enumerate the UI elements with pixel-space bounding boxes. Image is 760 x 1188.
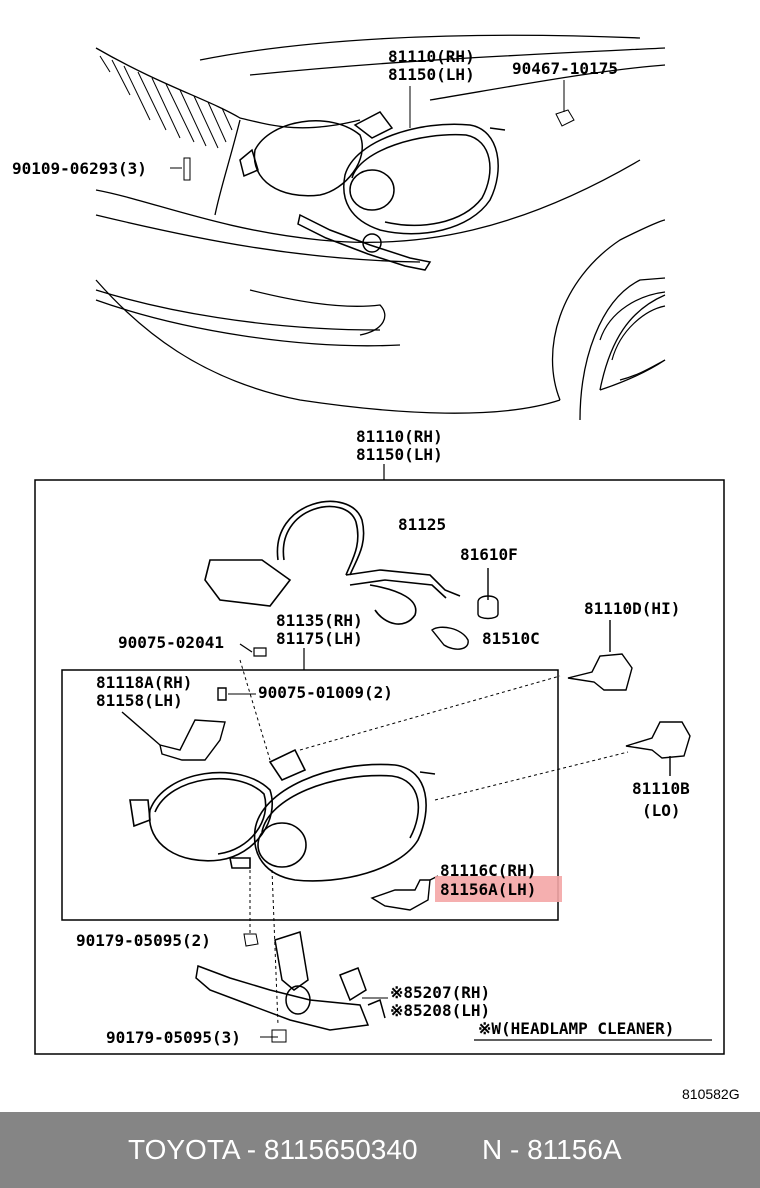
assembly-outer-box	[34, 479, 725, 1055]
bulb-small-label: 81610F	[460, 545, 518, 564]
footer-brand-part: TOYOTA - 8115650340	[128, 1134, 418, 1165]
bracket2-lh-label: 81156A(LH)	[440, 880, 536, 899]
cleaner-leaders	[243, 933, 388, 1043]
cleaner-shape	[195, 931, 386, 1031]
bracket-right-shape	[370, 875, 439, 911]
bulb-lo-shape	[625, 721, 691, 776]
top-leaders	[170, 80, 575, 181]
screw-top-shape	[239, 643, 267, 657]
housing-rh-label: 81135(RH)	[276, 611, 363, 630]
wire-harness-label: 81125	[398, 515, 446, 534]
footer-part-number: N - 81156A	[482, 1134, 622, 1165]
bulb-lo-code-label: 81110B	[632, 779, 690, 798]
bracket-lh-label: 81158(LH)	[96, 691, 183, 710]
assembly-rh-label: 81110(RH)	[388, 47, 475, 66]
wheel-sketch	[599, 291, 666, 381]
housing-inner-box	[61, 669, 559, 921]
nut-top-right-label: 90467-10175	[512, 59, 618, 78]
assembly-lh-label: 81150(LH)	[388, 65, 475, 84]
screw-bracket-label: 90075-01009(2)	[258, 683, 393, 702]
cleaner-note-label: ※W(HEADLAMP CLEANER)	[478, 1019, 674, 1038]
bulb-lo-note-label: (LO)	[642, 801, 681, 820]
bracket2-rh-label: 81116C(RH)	[440, 861, 536, 880]
bulb-small-shape	[477, 568, 499, 620]
bulb-hi-label: 81110D(HI)	[584, 599, 680, 618]
headlamp-parts-diagram: 81110(RH) 81150(LH) 90467-10175 90109-06…	[12, 34, 740, 1102]
socket-shape	[431, 626, 469, 650]
diagram-code: 810582G	[682, 1086, 740, 1102]
cleaner-rh-label: ※85207(RH)	[390, 983, 490, 1002]
bracket-rh-label: 81118A(RH)	[96, 673, 192, 692]
dashed-leaders	[239, 659, 629, 1026]
highlight-81156A	[435, 876, 562, 902]
wire-harness	[204, 500, 461, 625]
box-title-rh: 81110(RH)	[356, 427, 443, 446]
housing-shape	[129, 748, 436, 882]
bracket-left-shape	[121, 687, 227, 761]
bulb-hi-shape	[567, 620, 633, 691]
socket-label: 81510C	[482, 629, 540, 648]
nut-mid-label: 90179-05095(2)	[76, 931, 211, 950]
bolt-left-label: 90109-06293(3)	[12, 159, 147, 178]
top-headlamp-assembly	[239, 111, 506, 271]
box-title-lh: 81150(LH)	[356, 445, 443, 464]
grille-hatch	[99, 55, 233, 149]
screw-top-label: 90075-02041	[118, 633, 224, 652]
cleaner-lh-label: ※85208(LH)	[390, 1001, 490, 1020]
footer-bar: TOYOTA - 8115650340 N - 81156A	[0, 1112, 760, 1188]
housing-lh-label: 81175(LH)	[276, 629, 363, 648]
nut-bottom-label: 90179-05095(3)	[106, 1028, 241, 1047]
